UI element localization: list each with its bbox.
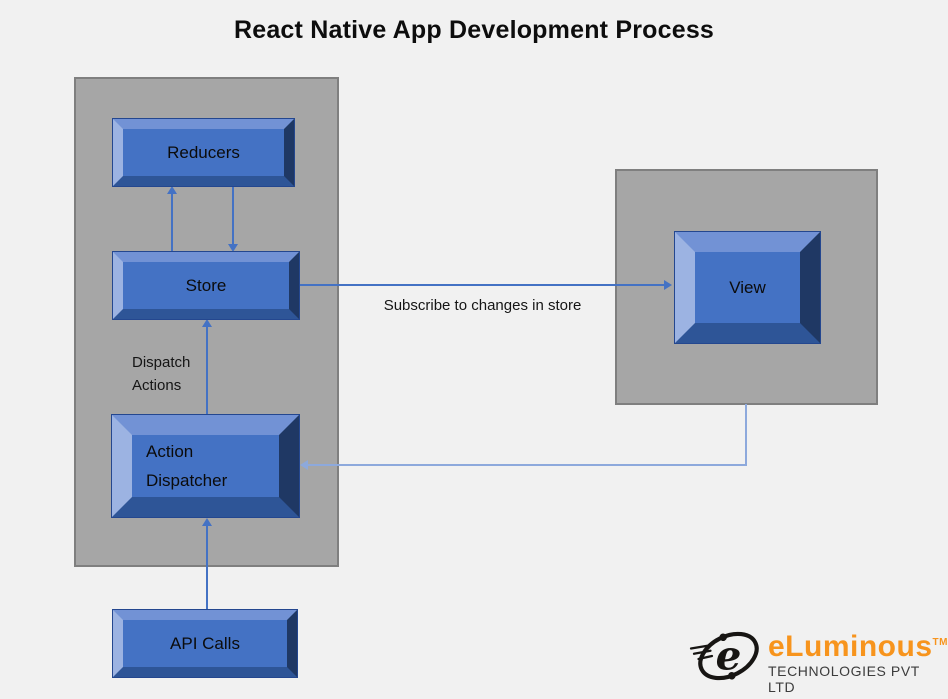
- brand-subtitle: TECHNOLOGIES PVT LTD: [768, 663, 920, 695]
- store-label: Store: [185, 275, 227, 295]
- view-label: View: [729, 277, 766, 297]
- arrowhead-up-icon: [167, 186, 177, 194]
- arrowhead-up-icon: [202, 319, 212, 327]
- edge-store-to-view: [299, 284, 665, 286]
- edge-view-to-dispatcher-horizontal: [307, 464, 747, 466]
- dispatch-actions-label: Dispatch Actions: [132, 354, 191, 394]
- api-calls-label: API Calls: [170, 633, 240, 653]
- reducers-label: Reducers: [167, 142, 240, 162]
- edge-reducers-to-store: [232, 186, 234, 245]
- edge-store-to-reducers: [171, 193, 173, 252]
- trademark-symbol: TM: [932, 637, 948, 648]
- edge-dispatcher-to-store: [206, 326, 208, 415]
- edge-api-to-dispatcher: [206, 525, 208, 610]
- action-dispatcher-label: Action Dispatcher: [146, 442, 228, 490]
- eluminous-logo-swoosh-icon: e: [689, 632, 759, 681]
- node-api-calls: API Calls: [112, 609, 298, 678]
- arrowhead-left-icon: [300, 460, 308, 470]
- eluminous-logo: e eLuminousTM TECHNOLOGIES PVT LTD: [688, 620, 947, 695]
- arrowhead-up-icon: [202, 518, 212, 526]
- node-store: Store: [112, 251, 300, 320]
- node-view: View: [674, 231, 821, 344]
- node-reducers: Reducers: [112, 118, 295, 187]
- arrowhead-down-icon: [228, 244, 238, 252]
- arrowhead-right-icon: [664, 280, 672, 290]
- svg-text:e: e: [716, 632, 742, 680]
- subscribe-edge-label: Subscribe to changes in store: [383, 297, 582, 314]
- node-action-dispatcher: Action Dispatcher: [111, 414, 300, 518]
- diagram-title: React Native App Development Process: [233, 16, 715, 44]
- edge-view-to-dispatcher-vertical: [745, 404, 747, 466]
- brand-name: eLuminousTM: [768, 630, 948, 663]
